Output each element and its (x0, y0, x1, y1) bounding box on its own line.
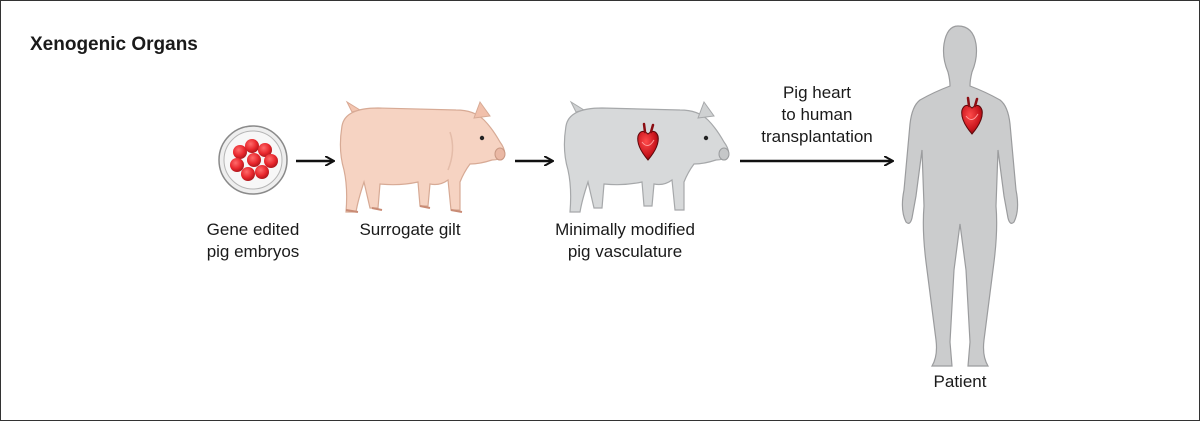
label-gene-edited-embryos: Gene edited pig embryos (188, 219, 318, 263)
label-surrogate-gilt: Surrogate gilt (335, 219, 485, 241)
label-line: Patient (933, 372, 987, 391)
heart-icon (637, 122, 659, 161)
label-line: pig embryos (206, 242, 300, 261)
heart-icon (961, 96, 983, 135)
label-line: transplantation (761, 127, 873, 146)
human-silhouette-icon (901, 25, 1019, 367)
label-patient: Patient (910, 371, 1010, 393)
label-line: Gene edited (206, 220, 300, 239)
gray-pig-heart-icon (563, 100, 730, 213)
label-minimally-modified: Minimally modified pig vasculature (540, 219, 710, 263)
label-line: pig vasculature (567, 242, 683, 261)
pink-pig-icon (339, 100, 506, 213)
label-pig-heart-transplant: Pig heart to human transplantation (742, 82, 892, 148)
figure-title: Xenogenic Organs (30, 34, 198, 55)
label-line: Minimally modified (555, 220, 695, 239)
petri-dish-embryos-icon (218, 125, 288, 195)
label-line: Pig heart (782, 83, 852, 102)
label-line: to human (781, 105, 853, 124)
embryo-cluster (230, 139, 278, 181)
label-line: Surrogate gilt (359, 220, 461, 239)
